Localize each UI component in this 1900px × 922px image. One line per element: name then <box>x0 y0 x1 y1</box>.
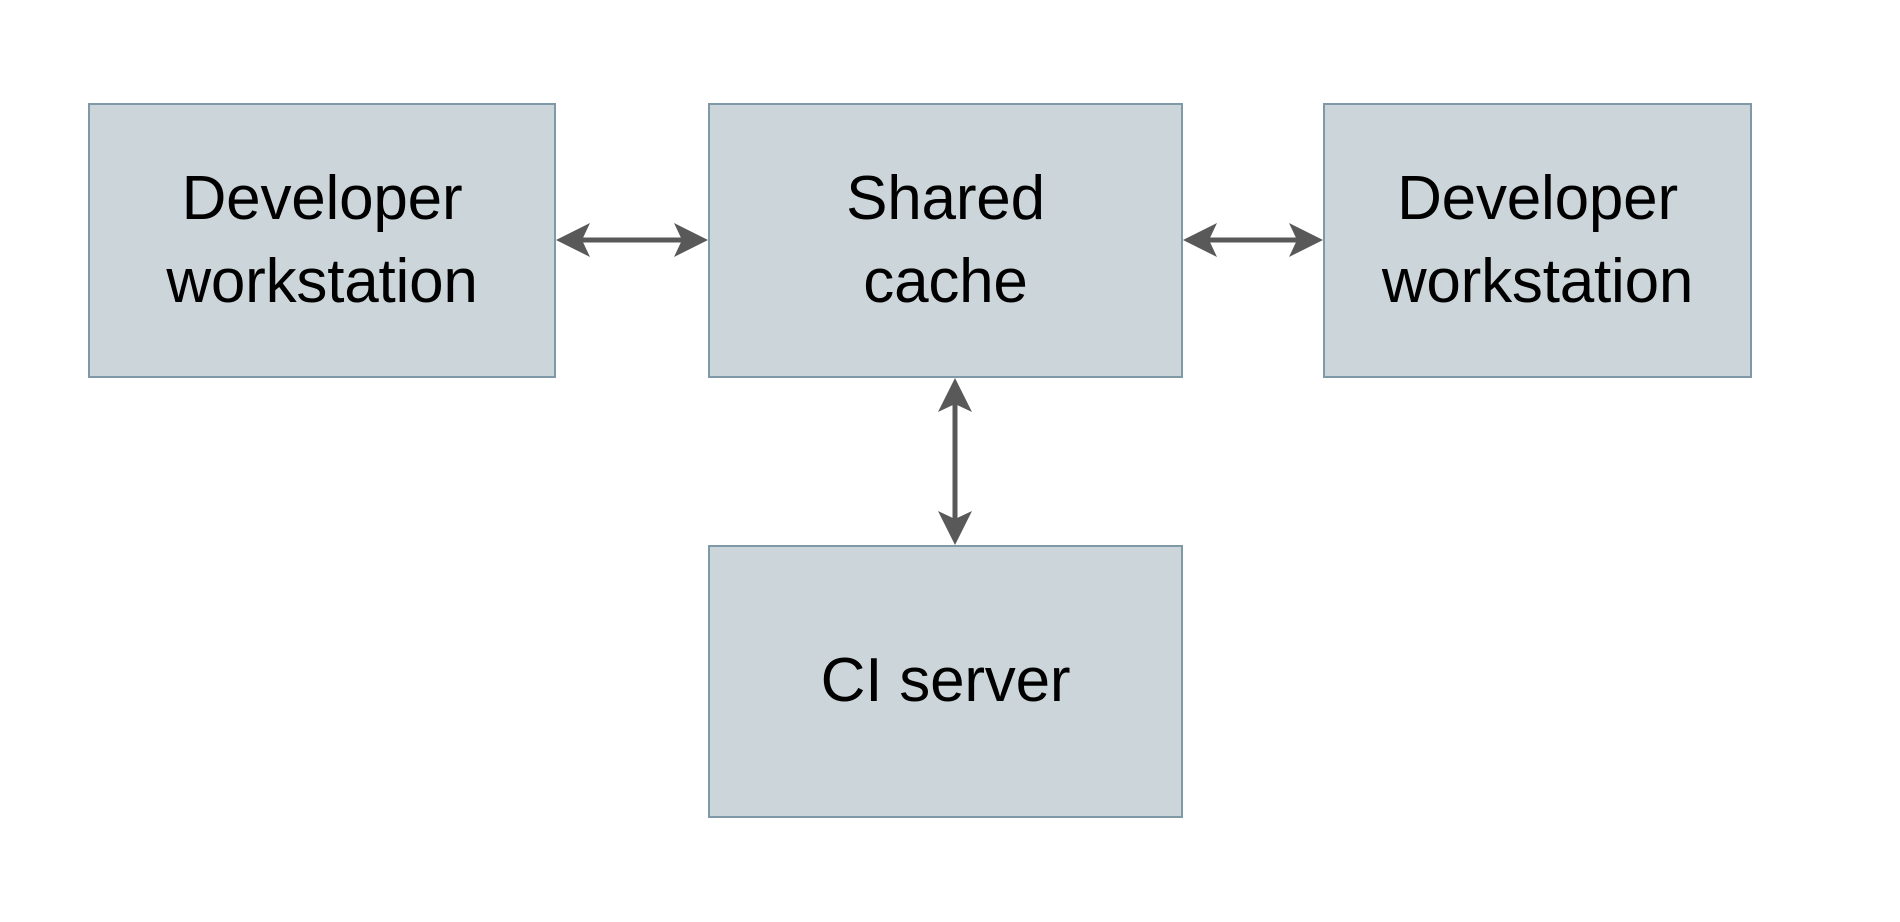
double-arrow-horizontal-icon <box>1183 223 1323 257</box>
node-ci-server[interactable]: CI server <box>708 545 1183 818</box>
node-label: Shared cache <box>846 164 1045 316</box>
double-arrow-horizontal-icon <box>556 223 708 257</box>
node-label: Developer workstation <box>1381 164 1694 316</box>
edge-developer-workstation-left-to-shared-cache[interactable] <box>548 210 716 270</box>
node-developer-workstation-right[interactable]: Developer workstation <box>1323 103 1752 378</box>
edge-shared-cache-to-ci-server[interactable] <box>915 370 995 553</box>
node-developer-workstation-left[interactable]: Developer workstation <box>88 103 556 378</box>
node-shared-cache[interactable]: Shared cache <box>708 103 1183 378</box>
node-label: Developer workstation <box>166 164 478 316</box>
edge-shared-cache-to-developer-workstation-right[interactable] <box>1175 210 1331 270</box>
node-label: CI server <box>820 646 1071 716</box>
double-arrow-vertical-icon <box>938 378 972 545</box>
